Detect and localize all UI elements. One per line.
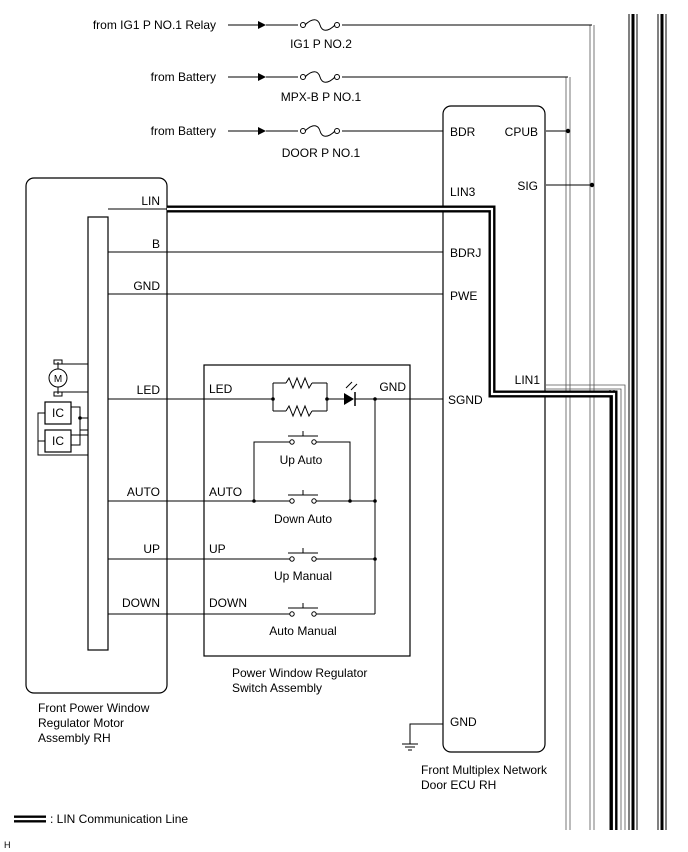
resistor-pair	[271, 376, 329, 418]
motor-label: M	[54, 374, 62, 385]
ecu-pin-sgnd: SGND	[448, 393, 483, 407]
fuse-door-symbol	[298, 125, 342, 137]
ic-wiring	[37, 406, 88, 456]
switch-auto-manual-label: Auto Manual	[269, 624, 336, 638]
motor-pin-auto: AUTO	[127, 485, 160, 499]
source-battery-1-label: from Battery	[151, 70, 216, 84]
ecu-pin-pwe: PWE	[450, 289, 477, 303]
power-inputs	[228, 21, 592, 135]
fuse-ig1-label: IG1 P NO.2	[290, 37, 352, 51]
switch-pin-gnd: GND	[379, 380, 406, 394]
switch-down-auto-symbol	[167, 490, 375, 504]
motor-symbol	[48, 359, 88, 397]
legend-label: : LIN Communication Line	[50, 812, 188, 826]
ecu-pin-sig: SIG	[517, 179, 538, 193]
ecu-pin-cpub: CPUB	[505, 125, 538, 139]
fuse-door-label: DOOR P NO.1	[282, 146, 361, 160]
source-battery-2-label: from Battery	[151, 124, 216, 138]
source-ig1-label: from IG1 P NO.1 Relay	[93, 18, 216, 32]
lin-communication-line	[167, 205, 618, 830]
switch-up-auto-label: Up Auto	[280, 453, 323, 467]
ecu-name-1: Front Multiplex Network	[421, 763, 548, 777]
switch-pin-led: LED	[209, 382, 233, 396]
motor-assembly-name-3: Assembly RH	[38, 731, 111, 745]
switch-pin-up: UP	[209, 542, 226, 556]
ecu-pin-lin1: LIN1	[515, 373, 541, 387]
motor-pin-up: UP	[143, 542, 160, 556]
motor-pin-leads	[108, 208, 167, 615]
motor-internal-bus	[87, 216, 109, 651]
ic-1-label: IC	[52, 406, 64, 420]
switch-pin-auto: AUTO	[209, 485, 242, 499]
switch-assembly-box	[203, 364, 411, 657]
motor-assembly-name-1: Front Power Window	[38, 701, 150, 715]
ecu-box	[442, 105, 546, 753]
motor-pin-b: B	[152, 237, 160, 251]
fuse-ig1-symbol	[298, 19, 342, 31]
switch-assembly-name-1: Power Window Regulator	[232, 666, 367, 680]
ecu-pin-gnd: GND	[450, 715, 477, 729]
switch-up-auto-symbol	[253, 431, 351, 501]
switch-pin-down: DOWN	[209, 596, 247, 610]
motor-pin-gnd: GND	[133, 279, 160, 293]
ecu-name-2: Door ECU RH	[421, 778, 496, 792]
fuse-mpxb-label: MPX-B P NO.1	[281, 90, 362, 104]
ecu-pin-bdrj: BDRJ	[450, 246, 481, 260]
corner-mark: H	[4, 840, 11, 850]
ic-2-label: IC	[52, 434, 64, 448]
motor-pin-down: DOWN	[122, 596, 160, 610]
motor-pin-led: LED	[137, 383, 161, 397]
motor-pin-lin: LIN	[141, 194, 160, 208]
ecu-pin-bdr: BDR	[450, 125, 476, 139]
fuse-mpxb-symbol	[298, 71, 342, 83]
switch-assembly-name-2: Switch Assembly	[232, 681, 322, 695]
ground-symbol	[402, 723, 443, 751]
switch-auto-manual-symbol	[167, 603, 375, 617]
motor-assembly-name-2: Regulator Motor	[38, 716, 124, 730]
switch-down-auto-label: Down Auto	[274, 512, 332, 526]
switch-up-manual-label: Up Manual	[274, 569, 332, 583]
led-diode-icon	[327, 381, 443, 406]
switch-up-manual-symbol	[167, 548, 375, 562]
ecu-pin-lin3: LIN3	[450, 185, 476, 199]
